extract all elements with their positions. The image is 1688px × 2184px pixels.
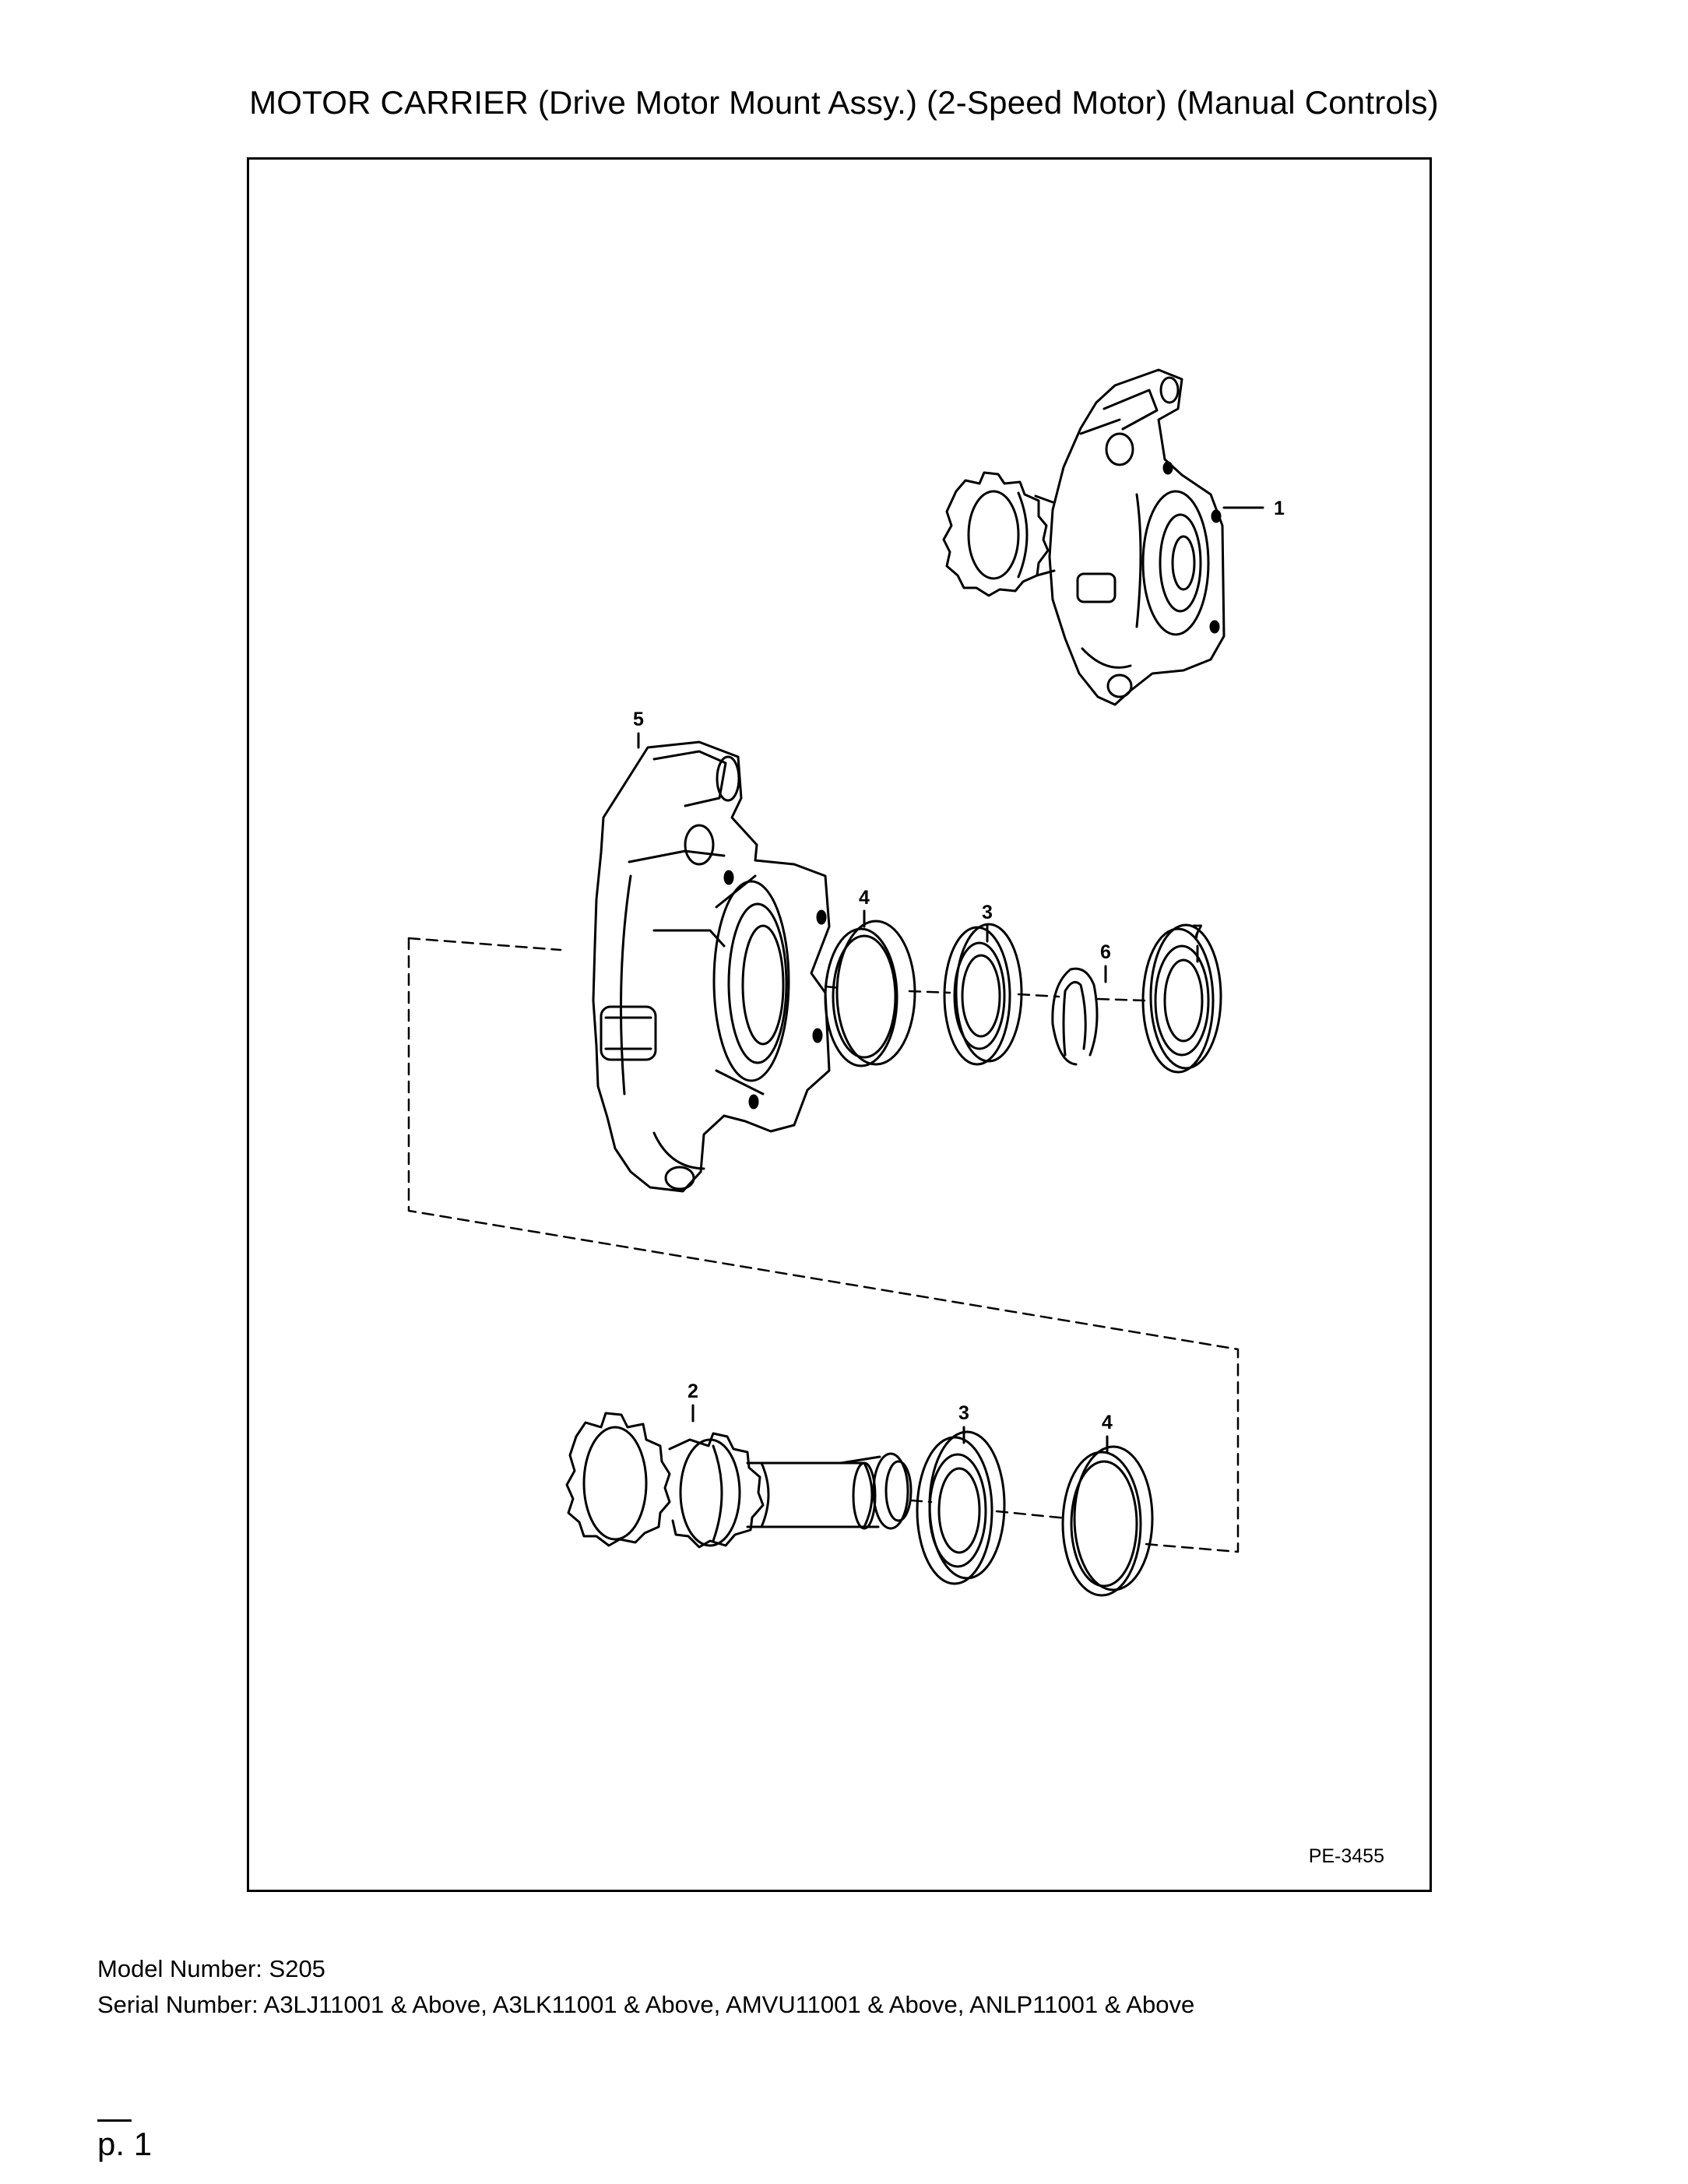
callout-leaders	[637, 506, 1264, 1454]
callout-5: 5	[633, 709, 644, 730]
serial-number: Serial Number: A3LJ11001 & Above, A3LK11…	[97, 1991, 1195, 2018]
part-4-seal-lower	[1061, 1445, 1154, 1597]
part-6-snap-ring	[1051, 967, 1099, 1066]
part-3-bearing-lower	[916, 1430, 1006, 1585]
callout-4-upper: 4	[859, 887, 870, 909]
page-number-rule	[97, 2119, 132, 2122]
part-1-motor-carrier-assembly	[942, 368, 1249, 706]
figure-code: PE-3455	[1308, 1845, 1384, 1867]
part-2-shaft-sprocket	[565, 1412, 913, 1549]
page-number: p. 1	[97, 2126, 153, 2162]
model-serial-info: Model Number: S205 Serial Number: A3LJ11…	[97, 1951, 1194, 2023]
part-3-bearing-upper	[943, 923, 1023, 1066]
page-title: MOTOR CARRIER (Drive Motor Mount Assy.) …	[249, 84, 1439, 121]
callout-6: 6	[1100, 941, 1111, 963]
callout-1: 1	[1274, 498, 1285, 519]
callout-7: 7	[1192, 921, 1203, 943]
callout-3-lower: 3	[958, 1402, 969, 1424]
exploded-parts-diagram: 1 5 4 3 6 7 2 3 4 PE-3455	[247, 157, 1432, 1892]
dashed-assembly-lines	[407, 937, 1240, 1553]
part-5-motor-mount	[592, 740, 831, 1193]
callout-3-upper: 3	[982, 902, 993, 923]
callout-4-lower: 4	[1102, 1412, 1113, 1433]
model-number: Model Number: S205	[97, 1955, 325, 1982]
callout-2: 2	[688, 1380, 698, 1402]
part-4-seal-upper	[824, 920, 916, 1067]
part-7-seal	[1141, 923, 1222, 1074]
